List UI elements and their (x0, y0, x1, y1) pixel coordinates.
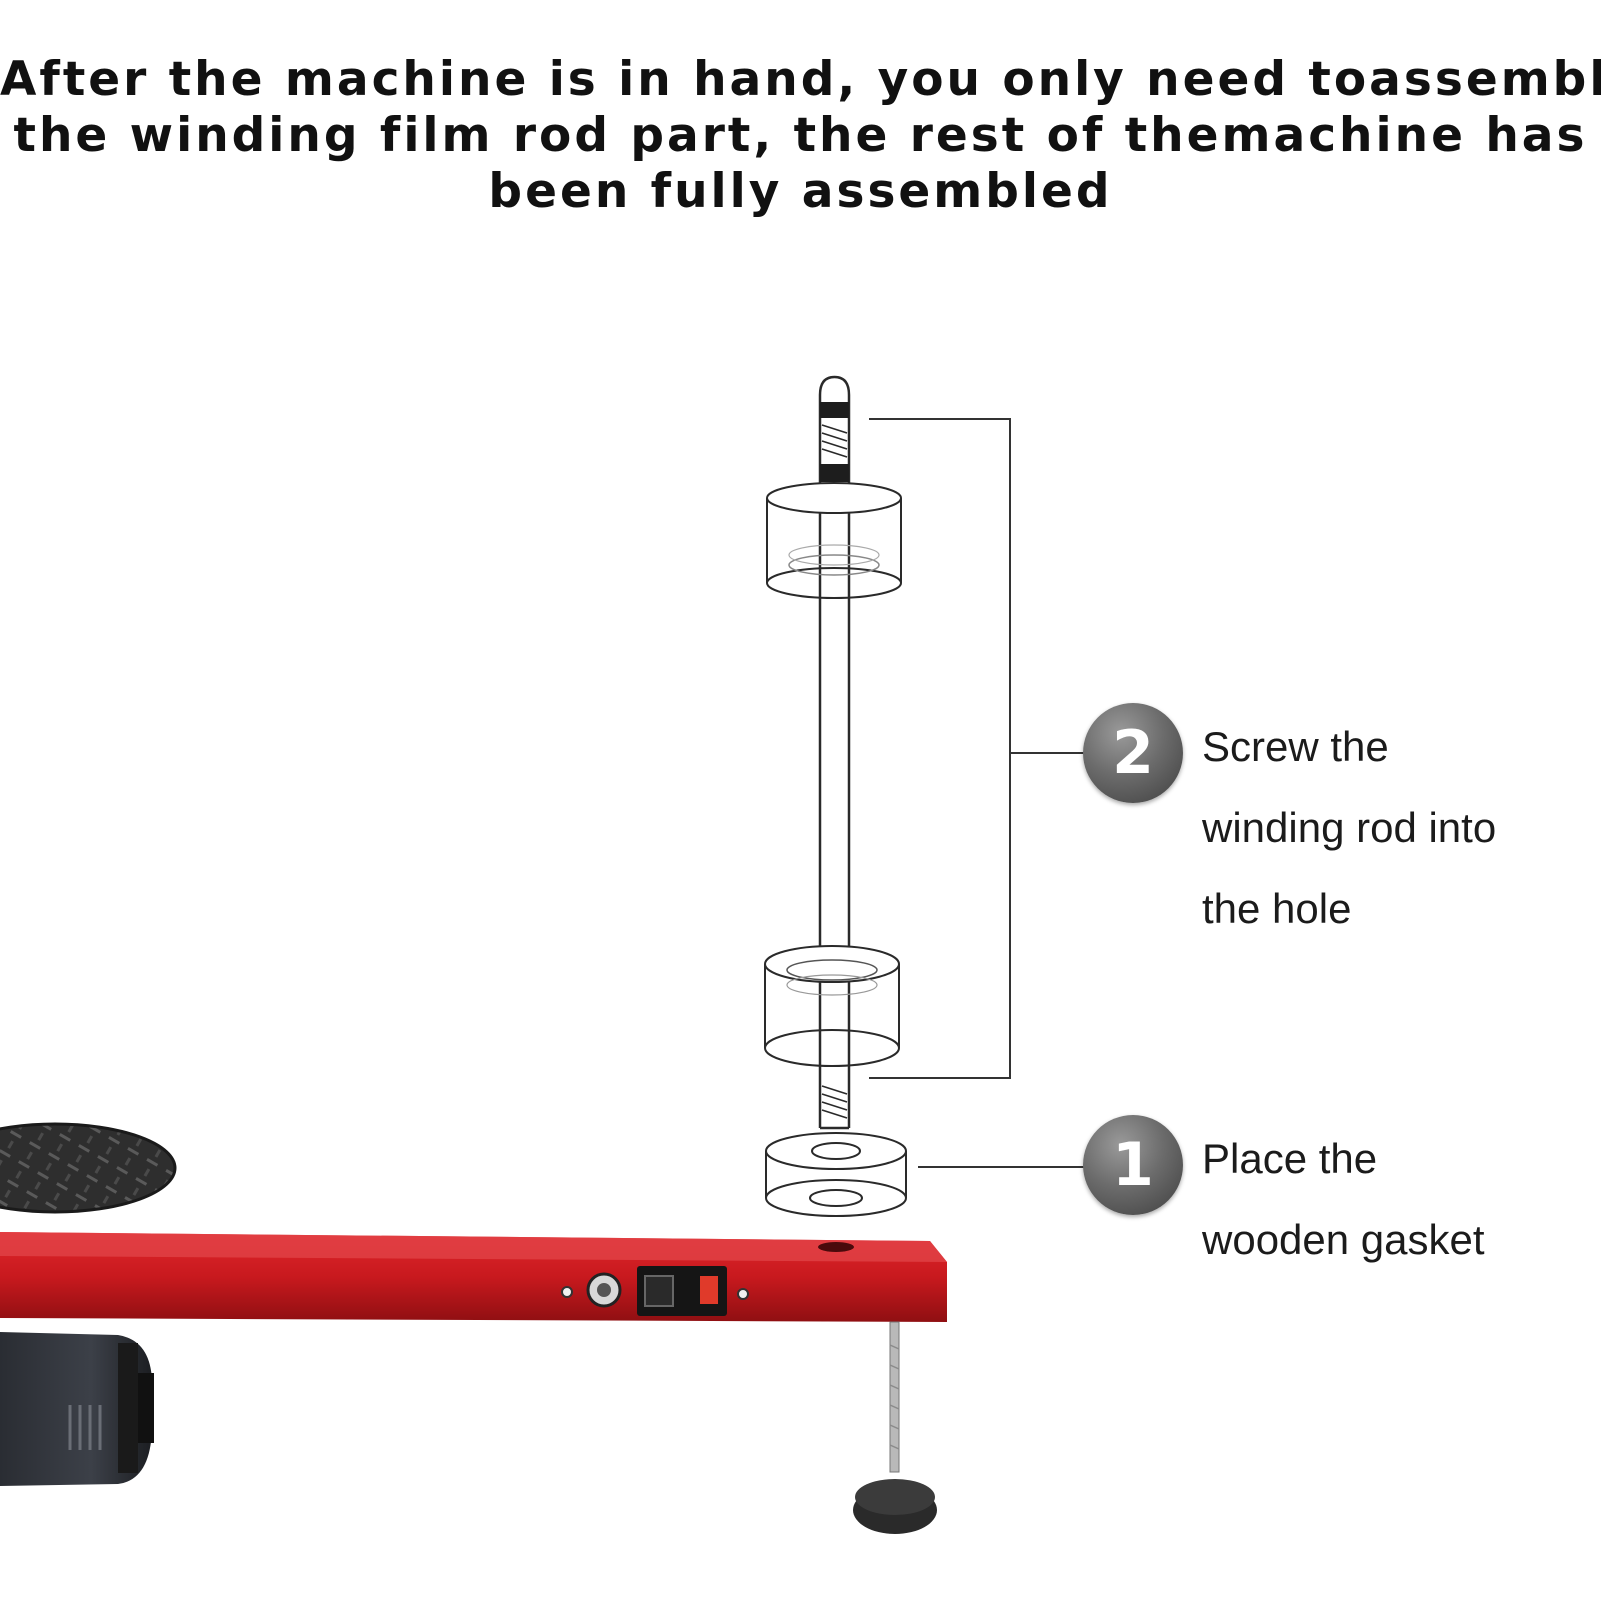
step-1-line-2: wooden gasket (1202, 1216, 1485, 1263)
winding-rod (818, 375, 851, 1130)
rod-collar-top (820, 402, 849, 418)
headline-line-3: been fully assembled (488, 164, 1113, 219)
leveling-foot (853, 1321, 937, 1534)
turntable-disc (0, 1122, 177, 1214)
headline: After the machine is in hand, you only n… (0, 52, 1601, 220)
step-1-line-1: Place the (1202, 1135, 1378, 1182)
motor (0, 1332, 154, 1486)
step-2-label: Screw the winding rod into the hole (1202, 706, 1496, 949)
power-switch (700, 1276, 718, 1304)
rod-hole (818, 1242, 854, 1252)
wooden-gasket (765, 1132, 907, 1217)
step-2-line-2: winding rod into (1202, 804, 1497, 851)
headline-line-2: the winding film rod part, the rest of t… (13, 108, 1588, 163)
red-frame-bar (0, 1232, 947, 1322)
step-1-label: Place the wooden gasket (1202, 1118, 1485, 1280)
rod-collar-bottom (820, 464, 849, 482)
step-2-badge: 2 (1083, 703, 1183, 803)
step-2-line-3: the hole (1202, 885, 1352, 932)
step-2-line-1: Screw the (1202, 723, 1389, 770)
headline-line-1: After the machine is in hand, you only n… (0, 52, 1601, 107)
upper-roller (766, 482, 902, 599)
control-panel (561, 1266, 749, 1316)
step-2-bracket (869, 418, 1086, 1079)
step-1-badge: 1 (1083, 1115, 1183, 1215)
lower-roller (764, 945, 900, 1067)
